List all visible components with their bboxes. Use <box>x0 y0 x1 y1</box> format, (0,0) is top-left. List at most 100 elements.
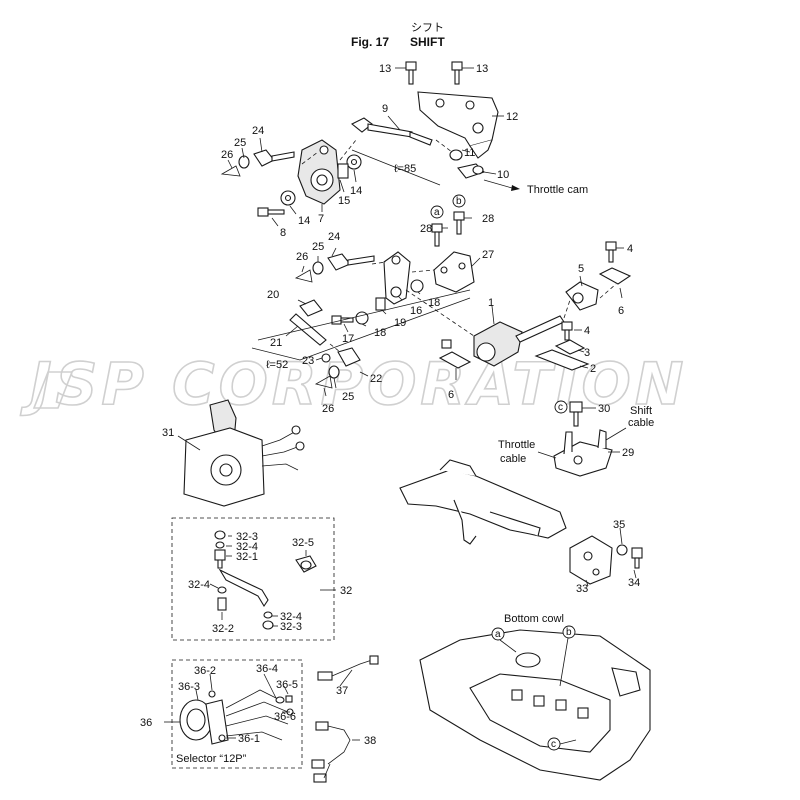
dashed-connection-8 <box>563 299 571 319</box>
callout-8: 8 <box>280 227 286 239</box>
callout-16: 16 <box>410 305 422 317</box>
callout-29: 29 <box>622 447 634 459</box>
plate-2 <box>534 349 590 371</box>
bottom-cowl-label: Bottom cowl <box>504 613 564 625</box>
callout-25: 25 <box>342 391 354 403</box>
callout-36-5: 36-5 <box>276 679 298 691</box>
joint-24-upper <box>253 149 295 167</box>
selector-label: Selector “12P” <box>176 753 247 765</box>
callout-26: 26 <box>296 251 308 263</box>
marker-b-cowl: b <box>562 625 576 639</box>
callout-25: 25 <box>234 137 246 149</box>
washer-35 <box>616 544 628 556</box>
rod-21 <box>289 313 341 353</box>
callout-37: 37 <box>336 685 348 697</box>
marker-c-cowl: c <box>547 737 561 751</box>
callout-5: 5 <box>578 263 584 275</box>
callout-6: 6 <box>448 389 454 401</box>
callout-18: 18 <box>374 327 386 339</box>
remote-control-31 <box>183 399 305 507</box>
washer-18-upper <box>410 279 424 293</box>
callout-32-2: 32-2 <box>212 623 234 635</box>
lever-5 <box>565 281 599 311</box>
callout-11: 11 <box>464 147 475 159</box>
callout-15: 15 <box>338 195 350 207</box>
length-85-line <box>351 149 441 186</box>
throttle-cable-label-line1: Throttle <box>498 439 535 451</box>
callout-12: 12 <box>506 111 518 123</box>
callout-32-3: 32-3 <box>280 621 302 633</box>
dashed-connection-1 <box>301 151 319 165</box>
callout-36-6: 36-6 <box>274 711 296 723</box>
washer-14-upper <box>346 154 362 170</box>
engine-base <box>399 459 567 545</box>
callout-30: 30 <box>598 403 610 415</box>
callout-32-5: 32-5 <box>292 537 314 549</box>
length-52-annotation: ℓ=52 <box>266 359 288 371</box>
svg-text:a: a <box>495 629 501 640</box>
plate-6-lower <box>438 339 472 369</box>
kit-36-parts <box>179 689 294 745</box>
callout-21: 21 <box>270 337 282 349</box>
joint-10 <box>457 163 486 179</box>
shift-shaft-1 <box>473 315 565 367</box>
bolt-30 <box>569 401 583 427</box>
figure-title: SHIFT <box>410 35 445 49</box>
lever-7 <box>297 139 341 205</box>
harness-38 <box>311 721 351 783</box>
callout-9: 9 <box>382 103 388 115</box>
washer-3 <box>554 339 586 355</box>
bolt-34 <box>631 547 643 569</box>
link-rod-9 <box>350 117 433 146</box>
clip-26-middle <box>294 269 313 283</box>
marker-b-upper: b <box>452 194 466 208</box>
throttle-cable-label-line2: cable <box>500 453 526 465</box>
callout-33: 33 <box>576 583 588 595</box>
callout-32-1: 32-1 <box>236 551 258 563</box>
callout-26: 26 <box>322 403 334 415</box>
plate-6-upper <box>598 267 632 285</box>
marker-c-upper: c <box>554 400 568 414</box>
callout-36: 36 <box>140 717 152 729</box>
bushing-19 <box>375 297 386 311</box>
callout-28: 28 <box>420 223 432 235</box>
kit-32-box <box>171 517 335 641</box>
callout-36-3: 36-3 <box>178 681 200 693</box>
callout-26: 26 <box>221 149 233 161</box>
link-plate-16 <box>383 251 411 305</box>
callout-13: 13 <box>476 63 488 75</box>
callout-4: 4 <box>584 325 590 337</box>
bolt-4-upper <box>605 241 617 263</box>
clip-26-lower <box>314 375 333 389</box>
bushing-15 <box>337 163 349 179</box>
bolt-4-lower <box>561 321 573 341</box>
bolt-13-right <box>451 61 463 85</box>
bolt-13-left <box>405 61 417 85</box>
callout-18: 18 <box>428 297 440 309</box>
dashed-connection-5 <box>411 269 435 273</box>
marker-a-cowl: a <box>491 627 505 641</box>
callout-22: 22 <box>370 373 382 385</box>
bolt-28-left <box>431 223 443 247</box>
callout-31: 31 <box>162 427 174 439</box>
callout-13: 13 <box>379 63 391 75</box>
bolt-8 <box>257 207 285 217</box>
washer-18-lower <box>355 311 369 325</box>
svg-text:b: b <box>456 196 462 207</box>
svg-text:a: a <box>434 207 440 218</box>
callout-19: 19 <box>394 317 406 329</box>
callout-1: 1 <box>488 297 494 309</box>
bolt-28-right <box>453 211 465 235</box>
callout-32-3: 32-3 <box>236 531 258 543</box>
callout-labels: 13 13 9 12 11 10 24 25 26 7 15 14 14 8 2… <box>140 63 640 747</box>
callout-32-4: 32-4 <box>188 579 210 591</box>
throttle-cable-arrow <box>537 451 557 459</box>
length-52-line-upper <box>257 289 471 341</box>
dashed-connection-2 <box>339 139 357 161</box>
callout-2: 2 <box>590 363 596 375</box>
dashed-connection-4 <box>371 261 387 265</box>
clip-26-upper <box>220 165 241 177</box>
callout-32-4: 32-4 <box>236 541 258 553</box>
